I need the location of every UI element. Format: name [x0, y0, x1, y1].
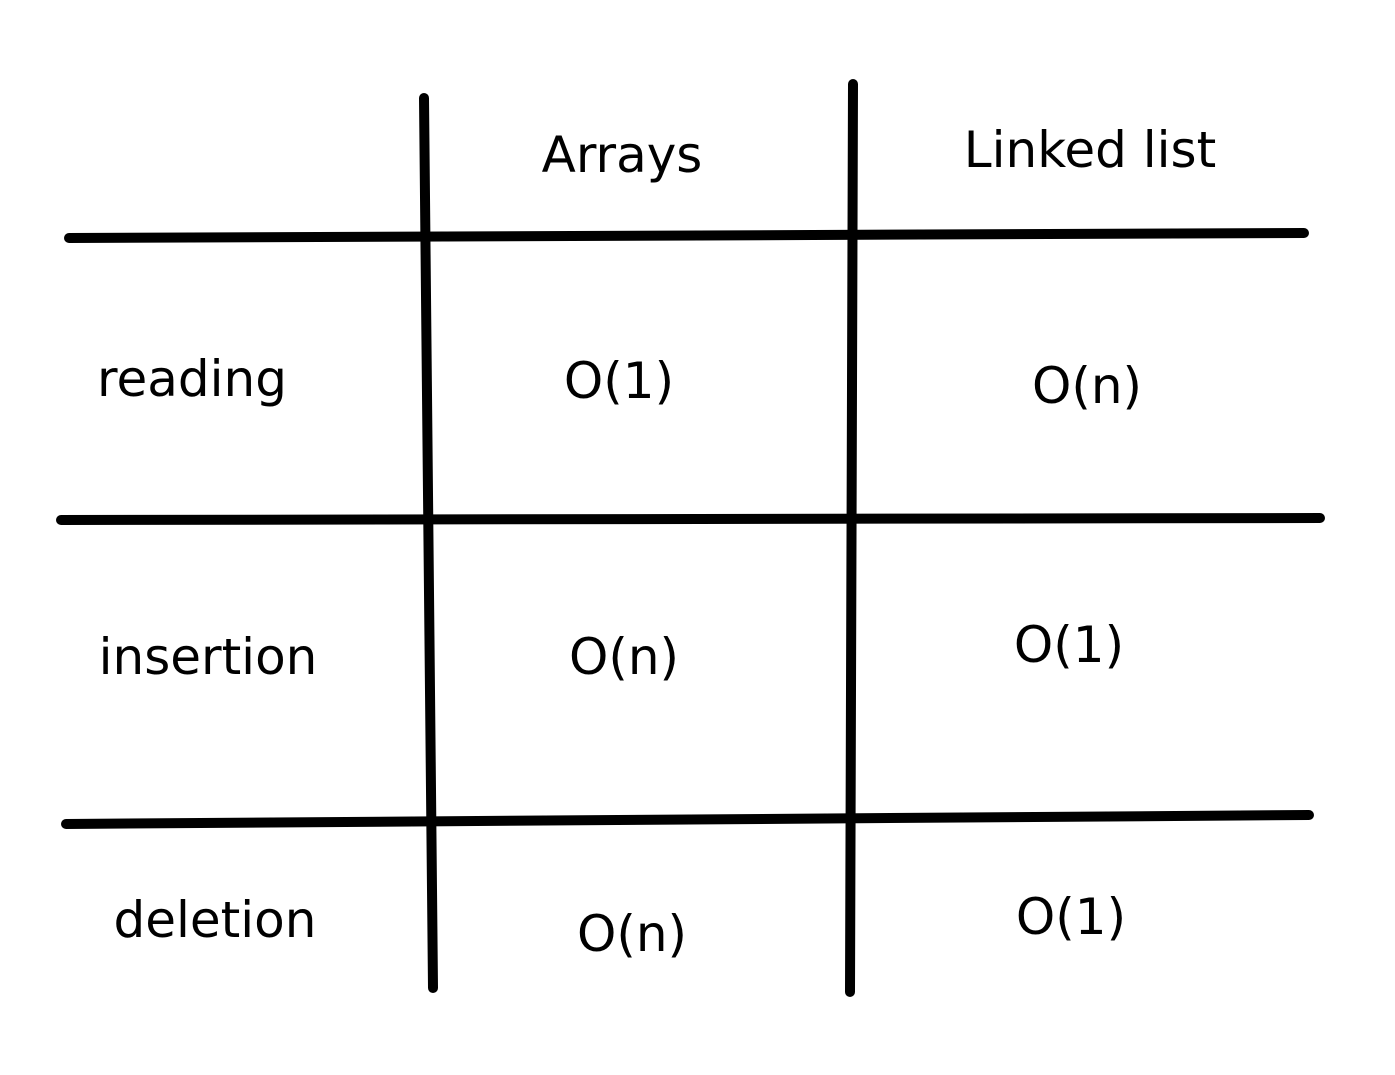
row-label-insertion: insertion: [98, 628, 318, 686]
row-label-reading: reading: [97, 350, 287, 408]
column-header-linked-list: Linked list: [963, 121, 1217, 179]
cell-insertion-arrays: O(n): [568, 628, 680, 686]
cell-reading-arrays: O(1): [563, 352, 675, 410]
row-divider-line-2: [61, 810, 1314, 829]
cell-reading-linked-list: O(n): [1031, 357, 1143, 415]
column-divider-line-2: [845, 79, 858, 997]
row-divider-line-1: [56, 513, 1325, 525]
column-divider-line-1: [419, 93, 438, 993]
cell-insertion-linked-list: O(1): [1013, 616, 1125, 674]
column-header-arrays: Arrays: [541, 126, 703, 184]
row-label-deletion: deletion: [113, 891, 317, 949]
cell-deletion-arrays: O(n): [576, 905, 688, 963]
cell-deletion-linked-list: O(1): [1015, 888, 1127, 946]
header-divider-line: [64, 228, 1309, 243]
